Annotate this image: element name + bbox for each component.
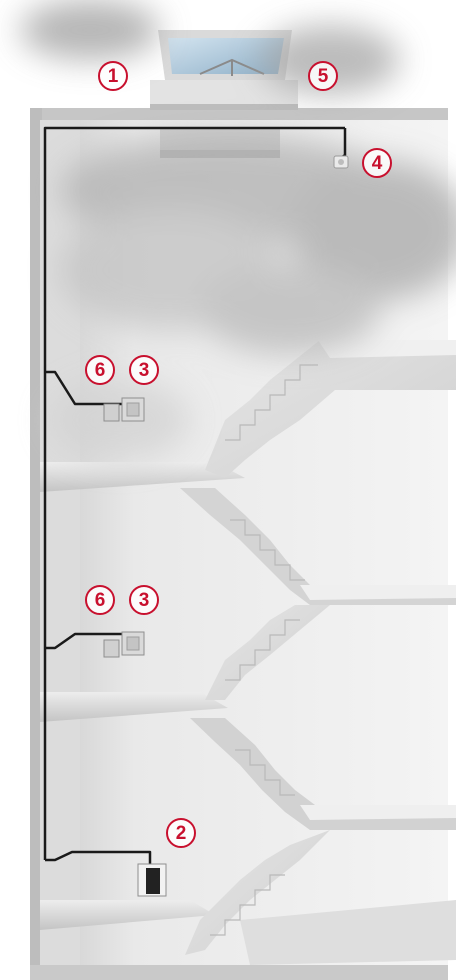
marker-1-smoke-vent: 1 <box>98 61 128 91</box>
marker-4-smoke-detector: 4 <box>362 148 392 178</box>
control-panel-icon <box>138 864 166 896</box>
marker-6-upper: 6 <box>85 355 115 385</box>
marker-2-control-panel: 2 <box>166 818 196 848</box>
marker-3-middle: 3 <box>129 585 159 615</box>
marker-6-middle: 6 <box>85 585 115 615</box>
smoke-detector-icon <box>334 156 348 168</box>
marker-5-smoke-vent: 5 <box>308 61 338 91</box>
marker-3-upper: 3 <box>129 355 159 385</box>
